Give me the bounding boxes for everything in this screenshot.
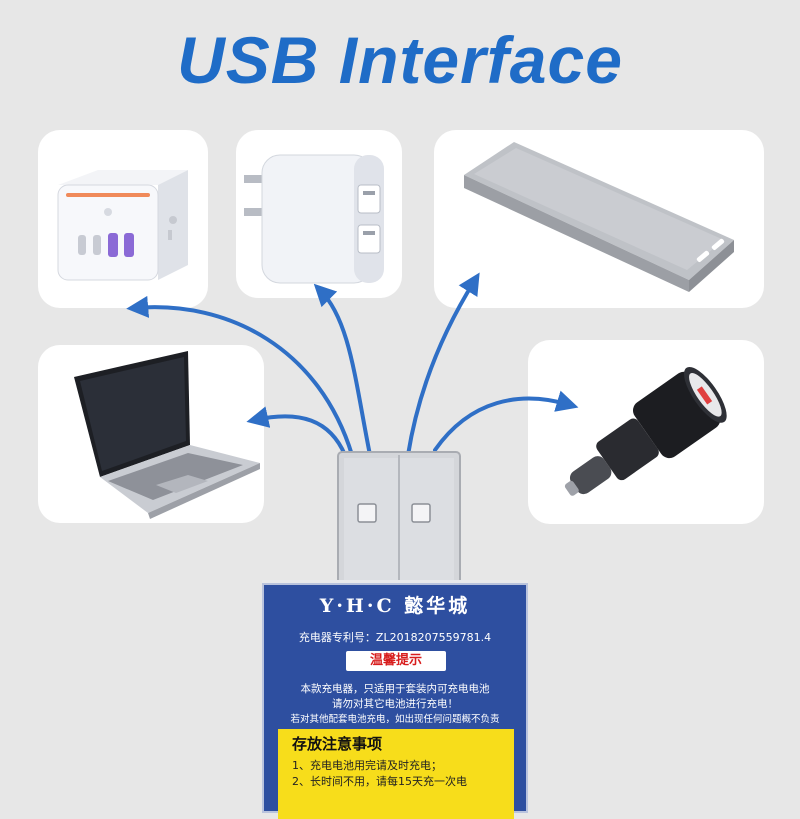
wall-adapter-image (244, 154, 384, 284)
arrow-to-car-charger (433, 390, 579, 452)
storage-line-2: 2、长时间不用，请每15天充一次电 (292, 775, 467, 788)
power-cube-card (38, 130, 208, 308)
charger-label: Y·H·C 懿华城 充电器专利号：ZL2018207559781.4 温馨提示 … (262, 583, 528, 819)
page-title: USB Interface (177, 23, 623, 97)
wall-adapter-card (236, 130, 402, 298)
laptop-card (38, 345, 264, 523)
notice-line-1: 本款充电器，只适用于套装内可充电电池 (300, 683, 490, 695)
car-charger-card (528, 340, 764, 524)
arrow-to-power-bank (406, 272, 480, 457)
arrow-to-cube (126, 295, 354, 457)
notice-line-3: 若对其他配套电池充电，如出现任何问题概不负责 (290, 714, 500, 725)
power-cube-image (57, 170, 188, 281)
notice-line-2: 请勿对其它电池进行充电！ (332, 698, 458, 710)
connection-arrows (126, 272, 579, 457)
car-charger-image (564, 366, 727, 496)
power-bank-card (434, 130, 764, 308)
power-bank-image (464, 142, 734, 292)
patent-number: 充电器专利号：ZL2018207559781.4 (298, 631, 492, 644)
warning-title: 温馨提示 (346, 651, 446, 671)
brand-text: Y·H·C 懿华城 (319, 595, 471, 617)
arrow-to-adapter (313, 283, 372, 457)
storage-line-1: 1、充电电池用完请及时充电； (292, 759, 442, 772)
laptop-image (74, 351, 260, 519)
storage-title: 存放注意事项 (292, 735, 383, 753)
storage-notice: 存放注意事项 1、充电电池用完请及时充电； 2、长时间不用，请每15天充一次电 (278, 729, 514, 819)
arrow-to-laptop (246, 406, 347, 457)
